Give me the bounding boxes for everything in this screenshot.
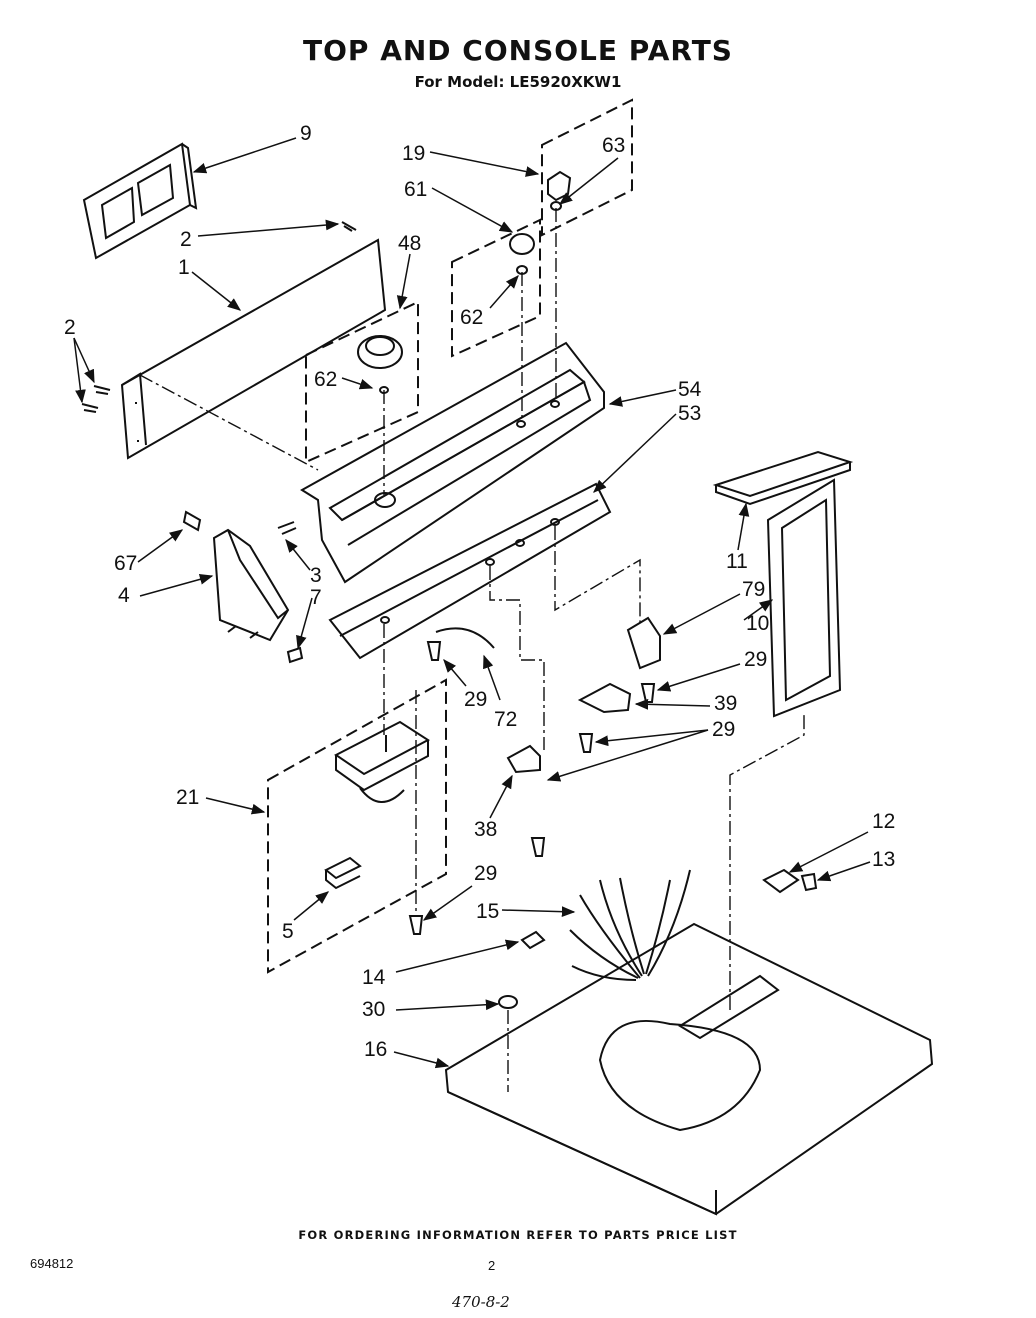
callout-2-left: 2 <box>64 316 76 339</box>
callout-9: 9 <box>300 122 312 145</box>
part-53-console-bracket <box>328 482 612 660</box>
part-1-console-panel <box>120 238 387 460</box>
callout-38: 38 <box>474 818 497 841</box>
part-54-console-top <box>300 341 605 584</box>
callout-62-left: 62 <box>314 368 337 391</box>
callout-67: 67 <box>114 552 137 575</box>
document-number: 694812 <box>30 1256 74 1271</box>
callout-2-top: 2 <box>180 228 192 251</box>
callout-21: 21 <box>176 786 199 809</box>
ordering-note: FOR ORDERING INFORMATION REFER TO PARTS … <box>298 1228 738 1242</box>
part-30-plug <box>498 995 518 1009</box>
part-2-screws <box>81 221 357 413</box>
callout-13: 13 <box>872 848 895 871</box>
callout-29-mid: 29 <box>464 688 487 711</box>
callout-29-bottom: 29 <box>474 862 497 885</box>
page-title: TOP AND CONSOLE PARTS <box>303 34 733 67</box>
callout-53: 53 <box>678 402 701 425</box>
part-7-screw <box>286 646 304 664</box>
part-67-clip <box>182 510 202 532</box>
callout-12: 12 <box>872 810 895 833</box>
callout-5: 5 <box>282 920 294 943</box>
callout-1: 1 <box>178 256 190 279</box>
part-48-knob <box>357 335 403 394</box>
callout-63: 63 <box>602 134 625 157</box>
callout-79: 79 <box>742 578 765 601</box>
callout-29-lower: 29 <box>712 718 735 741</box>
callout-14: 14 <box>362 966 386 989</box>
handwritten-note: 470-8-2 <box>452 1293 510 1311</box>
part-16-top-panel <box>444 922 934 1216</box>
callout-72: 72 <box>494 708 517 731</box>
callout-61: 61 <box>404 178 427 201</box>
part-10-filter-housing <box>766 478 842 718</box>
alignment-lines <box>139 208 805 1092</box>
part-61-knob <box>509 233 535 275</box>
part-38-block <box>506 744 541 774</box>
callout-48: 48 <box>398 232 421 255</box>
callout-54: 54 <box>678 378 702 401</box>
callout-10: 10 <box>746 612 769 635</box>
part-19-knob <box>547 170 572 211</box>
part-11-lint-filter <box>712 450 854 506</box>
part-4-end-cap <box>212 528 290 642</box>
part-21-timer <box>334 720 430 803</box>
callout-19: 19 <box>402 142 425 165</box>
part-13-screw <box>800 872 818 892</box>
part-29-screws <box>408 641 656 935</box>
part-15-wire-harness <box>569 869 691 981</box>
part-3-screw <box>277 521 297 535</box>
page-number: 2 <box>488 1258 496 1273</box>
part-5-switch <box>324 856 362 890</box>
part-12-terminal-block <box>762 868 800 894</box>
part-14-clip <box>520 930 546 950</box>
callout-7: 7 <box>310 586 322 609</box>
part-72-wire <box>435 627 495 649</box>
callout-labels: 9 2 1 2 48 62 19 63 61 62 54 53 67 4 3 7… <box>64 122 895 1061</box>
callout-11: 11 <box>726 550 748 573</box>
leader-lines <box>73 137 871 1069</box>
callout-4: 4 <box>118 584 130 607</box>
callout-15: 15 <box>476 900 499 923</box>
callout-29-right: 29 <box>744 648 767 671</box>
part-39-bracket <box>577 682 632 714</box>
part-79-switch <box>626 616 661 670</box>
part-9-bracket <box>82 142 198 260</box>
callout-39: 39 <box>714 692 737 715</box>
callout-62-right: 62 <box>460 306 483 329</box>
model-subtitle: For Model: LE5920XKW1 <box>414 73 622 91</box>
callout-30: 30 <box>362 998 385 1021</box>
dashed-group-boxes <box>267 98 633 974</box>
callout-3: 3 <box>310 564 322 587</box>
callout-16: 16 <box>364 1038 387 1061</box>
